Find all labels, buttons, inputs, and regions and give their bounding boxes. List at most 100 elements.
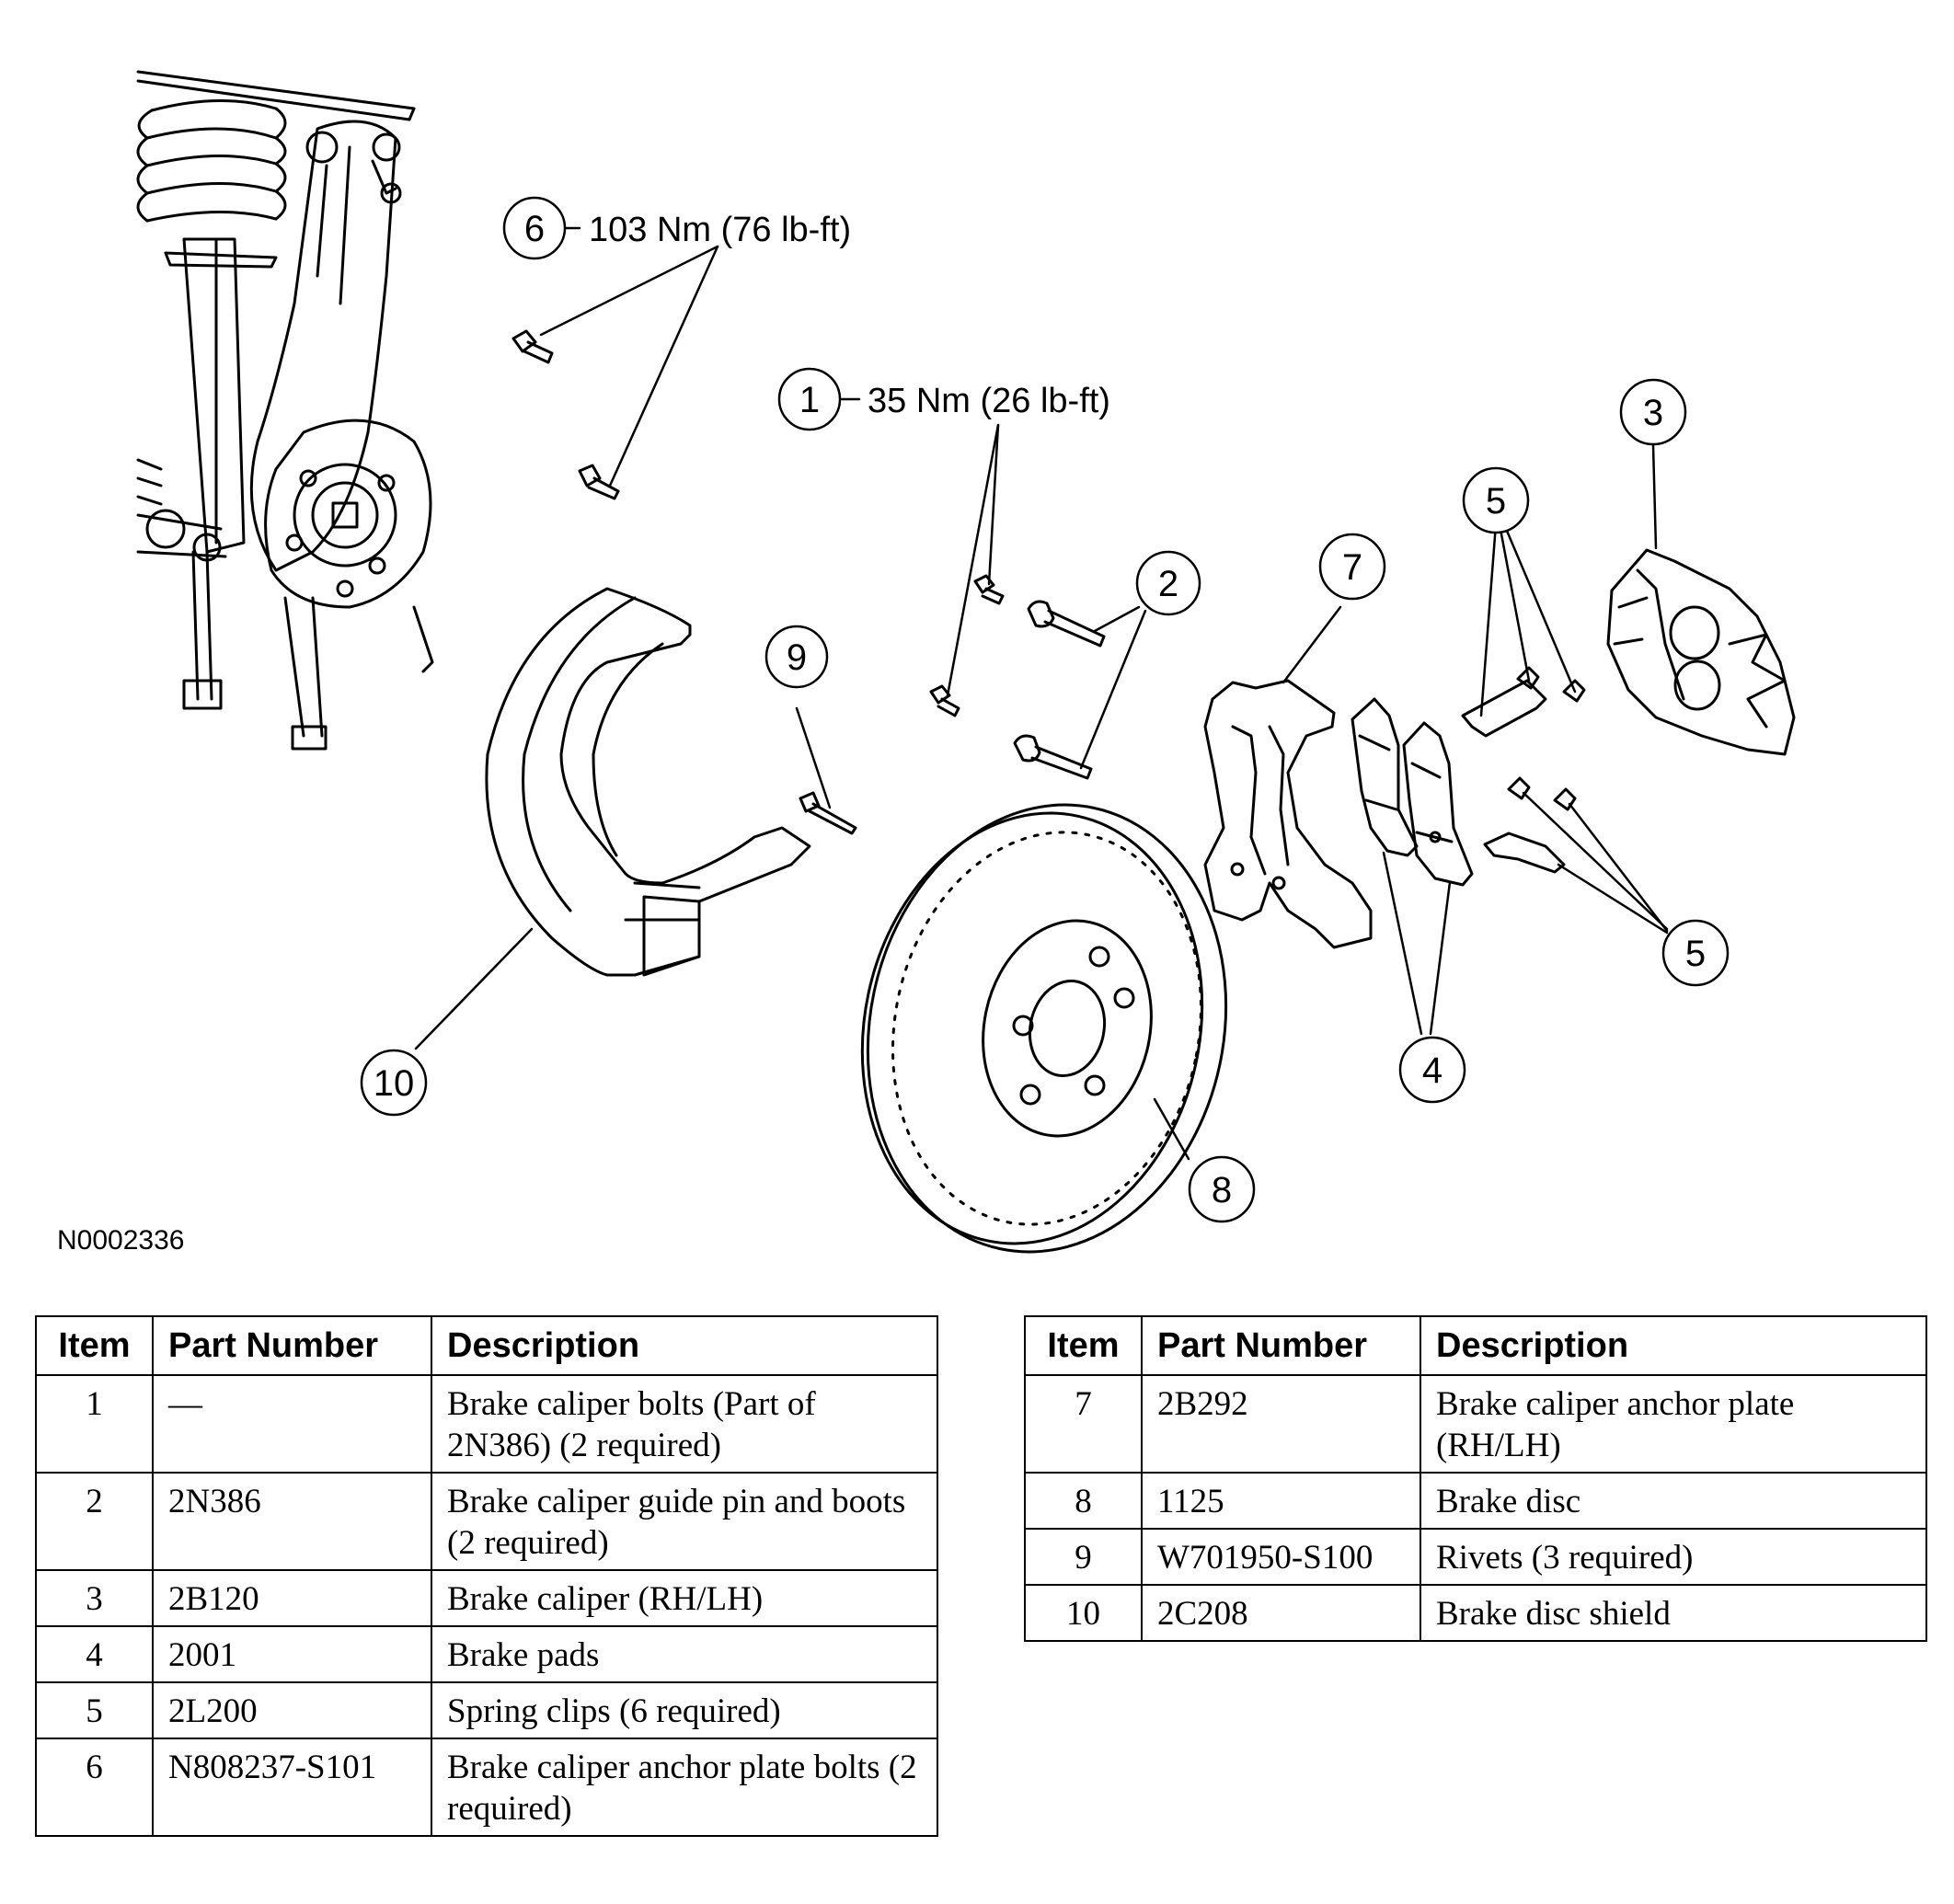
spring-clip-lower-small-1 <box>1507 776 1531 800</box>
table-row: 2 2N386 Brake caliper guide pin and boot… <box>35 1472 938 1571</box>
callout-circle-3 <box>1619 378 1687 446</box>
cell-item: 3 <box>35 1569 154 1627</box>
caliper-bolt-upper <box>973 574 1005 605</box>
cell-part-number: 2L200 <box>152 1681 432 1739</box>
leader-4-b <box>1429 880 1452 1036</box>
cell-description: Spring clips (6 required) <box>431 1681 938 1739</box>
caliper-anchor-plate <box>1203 679 1373 949</box>
table-row: 1 — Brake caliper bolts (Part of 2N386) … <box>35 1374 938 1474</box>
leader-5-bot-c <box>1557 863 1669 935</box>
table-row: 4 2001 Brake pads <box>35 1625 938 1683</box>
callout-circle-5-bottom <box>1661 919 1730 987</box>
callout-number-7: 7 <box>1342 547 1362 588</box>
header-description: Description <box>431 1315 938 1376</box>
table-row: 8 1125 Brake disc <box>1024 1472 1927 1530</box>
guide-pin-lower <box>1013 734 1093 780</box>
cell-part-number: 2B120 <box>152 1569 432 1627</box>
leader-7 <box>1282 605 1342 684</box>
cell-part-number: N808237-S101 <box>152 1738 432 1837</box>
header-description: Description <box>1420 1315 1927 1376</box>
brake-pad-outer <box>1402 721 1474 887</box>
suspension-knuckle-assembly <box>136 70 434 751</box>
callout-number-8: 8 <box>1212 1170 1232 1210</box>
cell-part-number: — <box>152 1374 432 1474</box>
leader-1-b <box>946 423 1000 697</box>
leader-lines <box>414 226 1669 1161</box>
cell-item: 7 <box>1024 1374 1143 1474</box>
figure-id: N0002336 <box>57 1225 185 1256</box>
leader-2-a <box>1093 605 1141 633</box>
callout-circle-5-top <box>1462 466 1530 534</box>
cell-item: 2 <box>35 1472 154 1571</box>
callout-circle-7 <box>1318 533 1386 601</box>
callout-number-4: 4 <box>1422 1050 1443 1091</box>
callout-number-2: 2 <box>1158 564 1178 604</box>
callout-number-5-top: 5 <box>1486 481 1506 522</box>
table-row: 3 2B120 Brake caliper (RH/LH) <box>35 1569 938 1627</box>
cell-description: Brake pads <box>431 1625 938 1683</box>
table-row: 10 2C208 Brake disc shield <box>1024 1584 1927 1642</box>
cell-item: 4 <box>35 1625 154 1683</box>
rivet <box>799 791 857 835</box>
table-header-row: Item Part Number Description <box>35 1315 938 1376</box>
cell-part-number: W701950-S100 <box>1141 1528 1421 1586</box>
cell-description: Brake caliper anchor plate (RH/LH) <box>1420 1374 1927 1474</box>
table-row: 5 2L200 Spring clips (6 required) <box>35 1681 938 1739</box>
callout-circle-8 <box>1188 1155 1256 1223</box>
callout-circle-4 <box>1398 1036 1466 1104</box>
header-item: Item <box>35 1315 154 1376</box>
cell-description: Rivets (3 required) <box>1420 1528 1927 1586</box>
exploded-brake-diagram: 6 1 3 5 2 7 9 5 4 10 8 103 Nm (76 lb-ft)… <box>136 70 1796 1254</box>
cell-description: Brake disc shield <box>1420 1584 1927 1642</box>
leader-5-top-b <box>1498 522 1531 682</box>
cell-description: Brake caliper bolts (Part of 2N386) (2 r… <box>431 1374 938 1474</box>
cell-description: Brake caliper guide pin and boots (2 req… <box>431 1472 938 1571</box>
cell-item: 1 <box>35 1374 154 1474</box>
cell-description: Brake disc <box>1420 1472 1927 1530</box>
spring-clip-lower-bracket <box>1483 832 1566 874</box>
leader-1-a <box>987 423 1000 586</box>
leader-6-top <box>539 245 719 337</box>
guide-pin-upper <box>1027 600 1106 648</box>
callout-number-9: 9 <box>787 637 807 678</box>
leader-5-top-c <box>1502 522 1577 694</box>
brake-disc <box>860 803 1228 1254</box>
cell-part-number: 2B292 <box>1141 1374 1421 1474</box>
torque-spec-1: 35 Nm (26 lb-ft) <box>868 382 1110 420</box>
cell-part-number: 2001 <box>152 1625 432 1683</box>
table-row: 9 W701950-S100 Rivets (3 required) <box>1024 1528 1927 1586</box>
callout-circle-2 <box>1135 550 1201 616</box>
leader-2-b <box>1079 609 1147 770</box>
caliper-bolt-lower <box>929 684 960 717</box>
callout-number-1: 1 <box>799 380 820 420</box>
leader-9 <box>795 706 832 809</box>
cell-description: Brake caliper anchor plate bolts (2 requ… <box>431 1738 938 1837</box>
cell-item: 6 <box>35 1738 154 1837</box>
cell-part-number: 2C208 <box>1141 1584 1421 1642</box>
cell-item: 5 <box>35 1681 154 1739</box>
leader-6-bottom <box>608 245 719 487</box>
leader-3 <box>1651 443 1658 550</box>
cell-description: Brake caliper (RH/LH) <box>431 1569 938 1627</box>
callout-number-6: 6 <box>524 209 545 249</box>
header-part-number: Part Number <box>152 1315 432 1376</box>
leader-8 <box>1153 1097 1190 1161</box>
leader-4-a <box>1382 851 1423 1036</box>
callout-number-5-bottom: 5 <box>1685 934 1706 974</box>
anchor-plate-bolt-lower <box>578 464 620 500</box>
callout-circle-1 <box>777 367 842 431</box>
leader-5-bot-a <box>1522 791 1669 931</box>
spring-clip-upper-small-1 <box>1516 666 1540 690</box>
cell-item: 9 <box>1024 1528 1143 1586</box>
spring-clip-lower-small-2 <box>1553 787 1577 811</box>
header-item: Item <box>1024 1315 1143 1376</box>
table-row: 6 N808237-S101 Brake caliper anchor plat… <box>35 1738 938 1837</box>
callout-number-3: 3 <box>1643 393 1663 433</box>
anchor-plate-bolt-upper <box>511 329 554 364</box>
spring-clip-upper-bracket <box>1461 679 1547 738</box>
cell-part-number: 2N386 <box>152 1472 432 1571</box>
parts-table-right: Item Part Number Description 7 2B292 Bra… <box>1024 1315 1927 1642</box>
callout-circle-10 <box>360 1049 428 1117</box>
cell-item: 10 <box>1024 1584 1143 1642</box>
table-header-row: Item Part Number Description <box>1024 1315 1927 1376</box>
